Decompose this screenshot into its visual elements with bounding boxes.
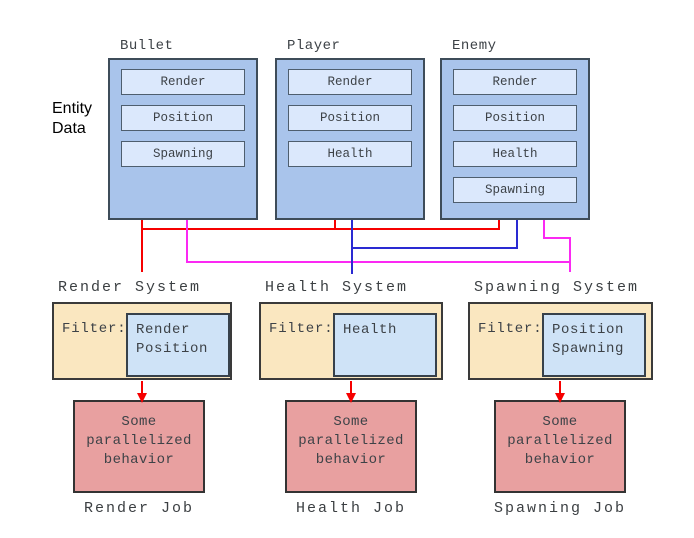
system-title: Health System xyxy=(265,279,409,296)
system-title: Spawning System xyxy=(474,279,640,296)
job-text: Some parallelized behavior xyxy=(507,414,613,468)
component-health: Health xyxy=(288,141,412,167)
spawning-connection-lines xyxy=(186,220,571,272)
filter-box: Position Spawning xyxy=(542,313,646,377)
entity-player: Player Render Position Health xyxy=(275,38,425,220)
component-health: Health xyxy=(453,141,577,167)
filter-label: Filter: xyxy=(62,321,127,337)
entity-box: Render Position Health Spawning xyxy=(440,58,590,220)
job-caption: Health Job xyxy=(295,500,406,517)
entity-title: Player xyxy=(287,38,341,54)
component-position: Position xyxy=(453,105,577,131)
component-spawning: Spawning xyxy=(121,141,245,167)
system-box: Filter: Position Spawning xyxy=(468,302,653,380)
render-connection-lines xyxy=(141,220,500,272)
filter-component: Render xyxy=(136,322,191,338)
component-render: Render xyxy=(453,69,577,95)
entity-title: Bullet xyxy=(120,38,174,54)
system-box: Filter: Health xyxy=(259,302,443,380)
entity-enemy: Enemy Render Position Health Spawning xyxy=(440,38,590,220)
job-text: Some parallelized behavior xyxy=(298,414,404,468)
entity-box: Render Position Spawning xyxy=(108,58,258,220)
filter-label: Filter: xyxy=(269,321,334,337)
filter-component: Position xyxy=(552,322,625,338)
entity-data-label: Entity Data xyxy=(52,100,93,137)
entity-box: Render Position Health xyxy=(275,58,425,220)
filter-label: Filter: xyxy=(478,321,543,337)
spawning-system: Spawning System Filter: Position Spawnin… xyxy=(468,279,653,380)
job-caption: Render Job xyxy=(83,500,194,517)
health-connection-lines xyxy=(351,220,518,274)
component-render: Render xyxy=(121,69,245,95)
entity-bullet: Bullet Render Position Spawning xyxy=(108,38,258,220)
job-box: Some parallelized behavior xyxy=(494,400,626,493)
component-position: Position xyxy=(288,105,412,131)
render-system: Render System Filter: Render Position xyxy=(52,279,232,380)
component-render: Render xyxy=(288,69,412,95)
filter-component: Health xyxy=(343,322,398,338)
filter-box: Render Position xyxy=(126,313,230,377)
health-job: Some parallelized behavior Health Job xyxy=(285,400,417,517)
spawning-job: Some parallelized behavior Spawning Job xyxy=(494,400,626,517)
job-text: Some parallelized behavior xyxy=(86,414,192,468)
system-box: Filter: Render Position xyxy=(52,302,232,380)
entity-title: Enemy xyxy=(452,38,497,54)
job-box: Some parallelized behavior xyxy=(285,400,417,493)
component-spawning: Spawning xyxy=(453,177,577,203)
filter-box: Health xyxy=(333,313,437,377)
filter-component: Spawning xyxy=(552,341,625,357)
job-box: Some parallelized behavior xyxy=(73,400,205,493)
filter-component: Position xyxy=(136,341,209,357)
component-position: Position xyxy=(121,105,245,131)
system-title: Render System xyxy=(58,279,202,296)
job-caption: Spawning Job xyxy=(494,500,627,517)
render-job: Some parallelized behavior Render Job xyxy=(73,400,205,517)
health-system: Health System Filter: Health xyxy=(259,279,443,380)
